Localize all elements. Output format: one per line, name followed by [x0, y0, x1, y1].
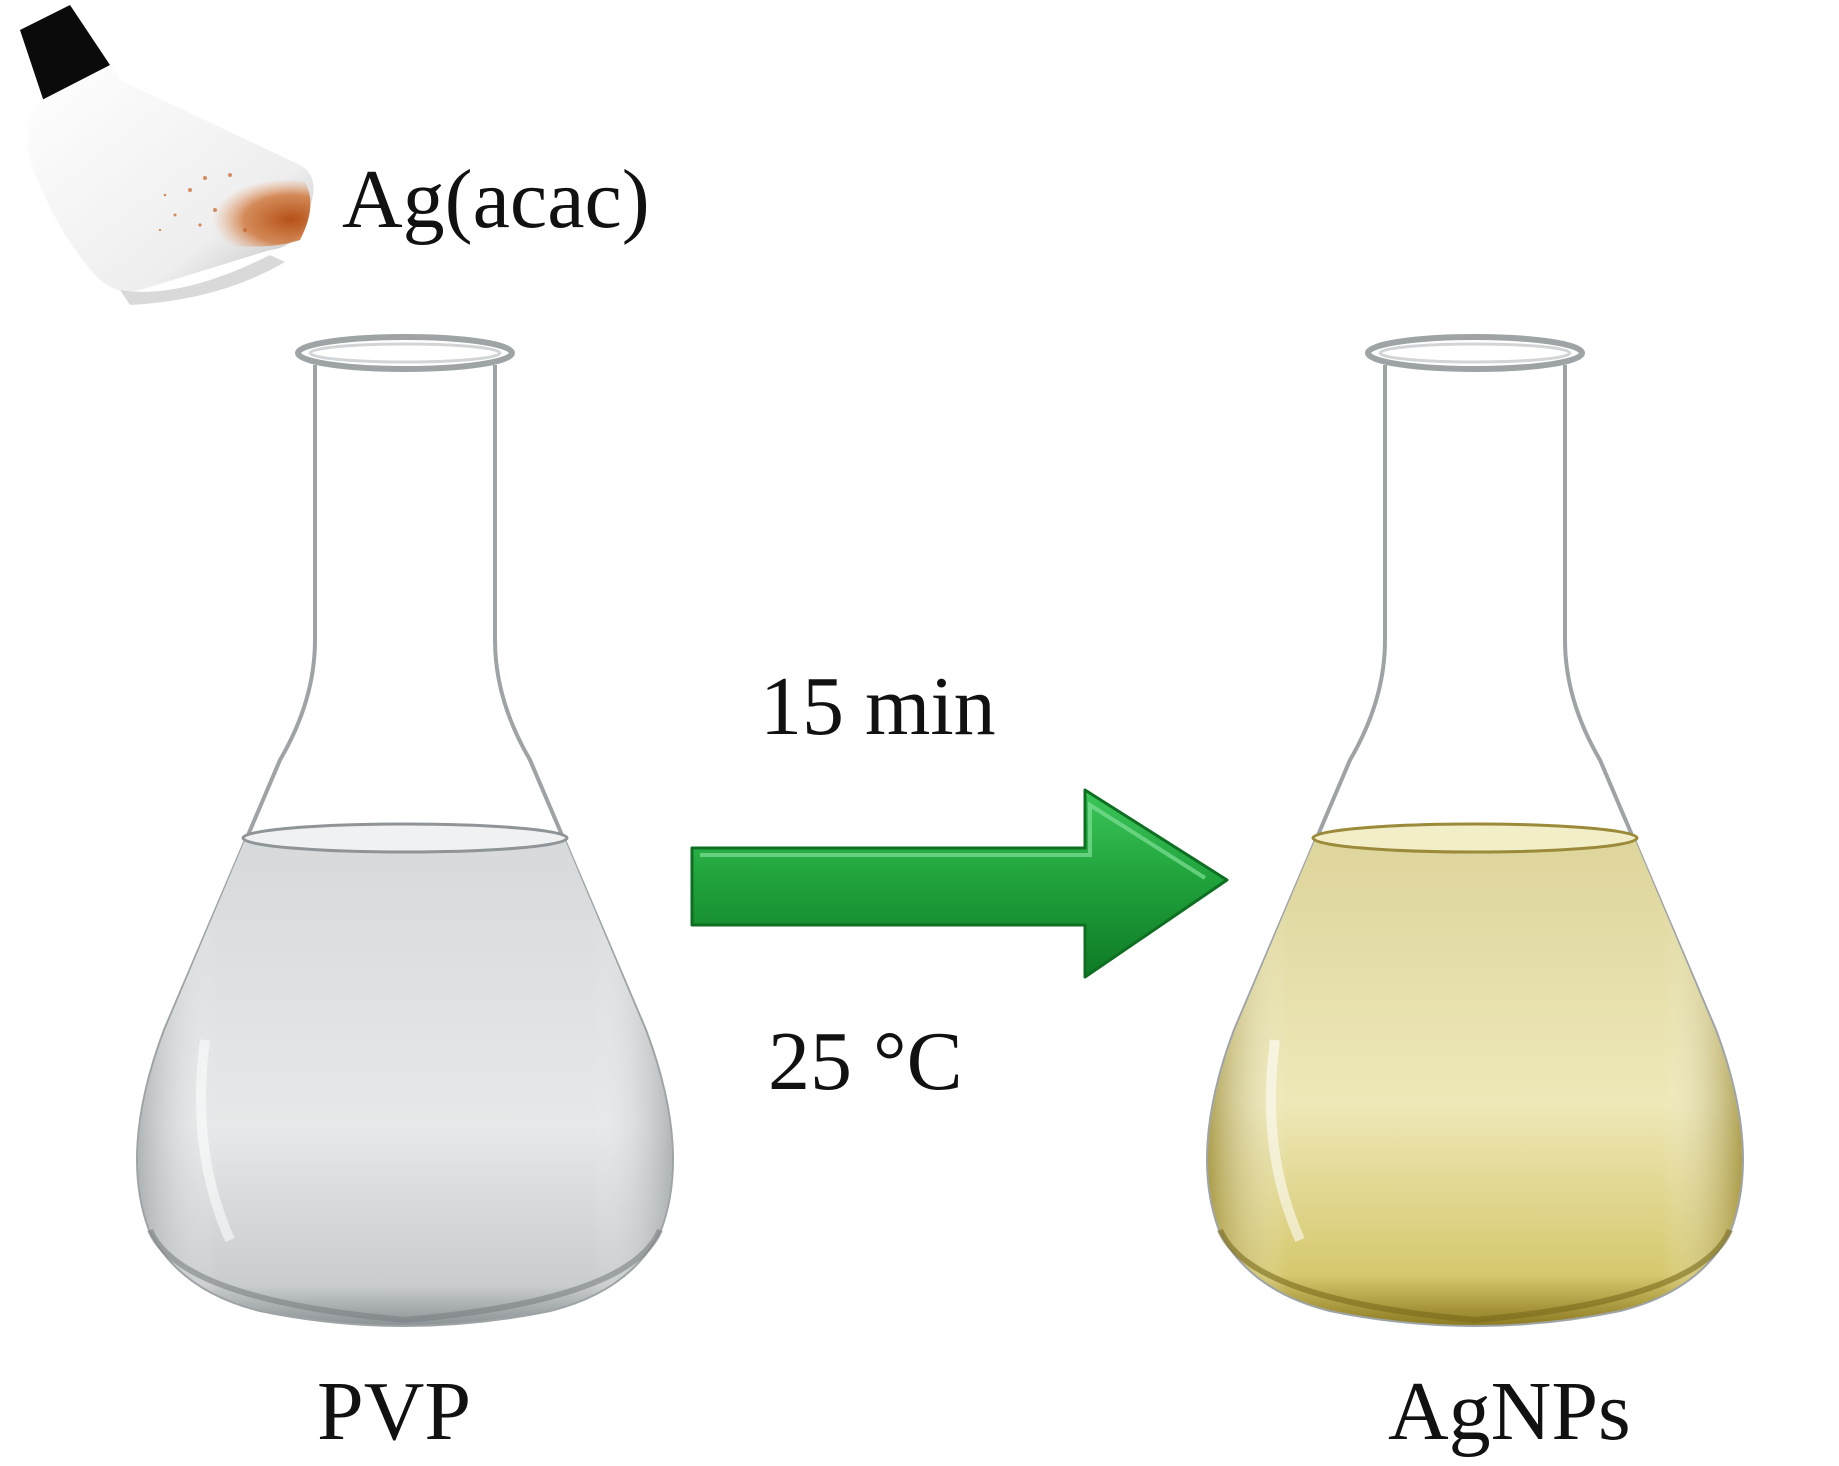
- left-flask-label: PVP: [317, 1365, 472, 1458]
- spatula-with-powder-icon: [20, 5, 314, 305]
- reaction-time-label: 15 min: [760, 660, 996, 753]
- left-flask: [136, 334, 674, 1327]
- right-flask: [1206, 334, 1744, 1327]
- reaction-temperature-label: 25 °C: [768, 1015, 963, 1108]
- erlenmeyer-flask-icon: [136, 334, 674, 1327]
- reagent-label: Ag(acac): [342, 153, 650, 246]
- erlenmeyer-flask-icon: [1206, 334, 1744, 1327]
- right-flask-label: AgNPs: [1388, 1365, 1631, 1458]
- arrow-right-icon: [690, 788, 1229, 979]
